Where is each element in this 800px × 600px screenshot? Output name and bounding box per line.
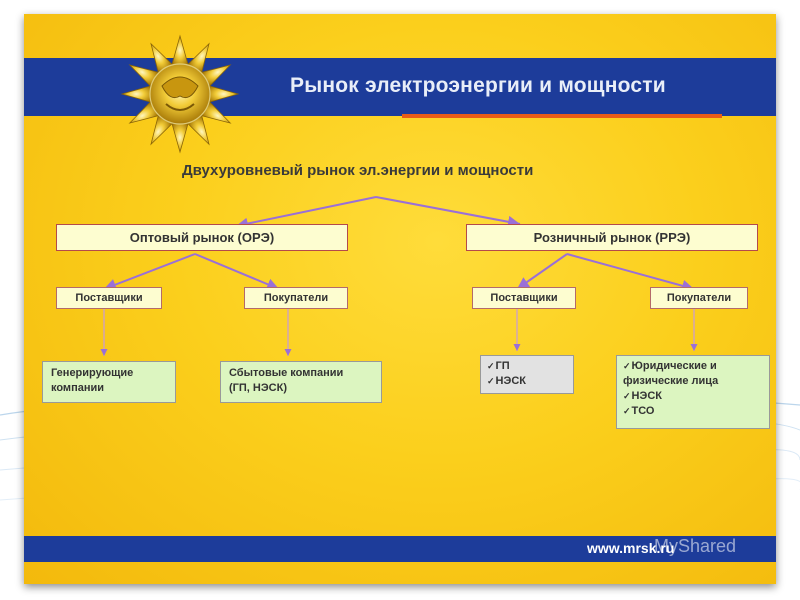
wholesale-buyers-label: Покупатели xyxy=(263,292,329,304)
retail-buyers-label: Покупатели xyxy=(666,292,732,304)
arrow-to-wholesale xyxy=(235,196,377,230)
connector-arrows xyxy=(100,196,698,356)
retail-market-label: Розничный рынок (РРЭ) xyxy=(533,230,691,245)
checkmark-icon: ✓ xyxy=(623,406,631,416)
wholesale-buyers-node: Покупатели xyxy=(244,287,348,309)
list-item-text: НЭСК xyxy=(631,390,662,402)
wholesale-suppliers-node: Поставщики xyxy=(56,287,162,309)
arrow-retail-to-buyers xyxy=(566,253,695,292)
retail-market-node: Розничный рынок (РРЭ) xyxy=(466,224,758,251)
leaf-line: (ГП, НЭСК) xyxy=(229,382,288,394)
leaf-line: Сбытовые компании xyxy=(229,367,344,379)
checkmark-icon: ✓ xyxy=(487,376,495,386)
wholesale-market-node: Оптовый рынок (ОРЭ) xyxy=(56,224,348,251)
checkmark-icon: ✓ xyxy=(623,391,631,401)
footer-url: www.mrsk.ru xyxy=(587,540,675,556)
retail-buyer-list-box: ✓Юридические и физические лица ✓НЭСК ✓ТС… xyxy=(616,355,770,429)
retail-suppliers-node: Поставщики xyxy=(472,287,576,309)
list-item: ✓Юридические и xyxy=(623,359,763,374)
sales-companies-box: Сбытовые компании (ГП, НЭСК) xyxy=(220,361,382,403)
footer-band xyxy=(24,536,776,562)
arrow-wholesale-to-buyers xyxy=(194,253,280,290)
checkmark-icon: ✓ xyxy=(623,361,631,371)
list-item-text: ГП xyxy=(495,360,510,372)
diagram-subtitle: Двухуровневый рынок эл.энергии и мощност… xyxy=(182,162,534,179)
slide: Рынок электроэнергии и мощности Двухуров… xyxy=(24,14,776,584)
list-item: ✓НЭСК xyxy=(487,374,567,389)
checkmark-icon: ✓ xyxy=(487,361,495,371)
list-item: ✓ТСО xyxy=(623,404,763,419)
leaf-line: Генерирующие xyxy=(51,367,134,379)
list-item-continuation: физические лица xyxy=(623,375,719,387)
retail-suppliers-label: Поставщики xyxy=(490,292,558,304)
wholesale-market-label: Оптовый рынок (ОРЭ) xyxy=(129,230,275,245)
wholesale-suppliers-label: Поставщики xyxy=(75,292,143,304)
retail-buyers-node: Покупатели xyxy=(650,287,748,309)
list-item: ✓ГП xyxy=(487,359,567,374)
golden-sun-emblem-icon xyxy=(120,34,240,154)
slide-title: Рынок электроэнергии и мощности xyxy=(290,74,666,97)
list-item-text: Юридические и xyxy=(631,360,717,372)
generating-companies-box: Генерирующие компании xyxy=(42,361,176,403)
list-item-text: ТСО xyxy=(631,405,655,417)
arrow-retail-to-suppliers xyxy=(516,253,568,290)
watermark: MyShared xyxy=(654,536,737,556)
list-item-text: НЭСК xyxy=(495,375,526,387)
title-accent-underline xyxy=(402,114,722,118)
list-item: ✓НЭСК xyxy=(623,389,763,404)
arrow-to-retail xyxy=(375,196,521,228)
leaf-line: компании xyxy=(51,382,105,394)
retail-supplier-list-box: ✓ГП ✓НЭСК xyxy=(480,355,574,394)
arrow-wholesale-to-suppliers xyxy=(103,253,196,291)
